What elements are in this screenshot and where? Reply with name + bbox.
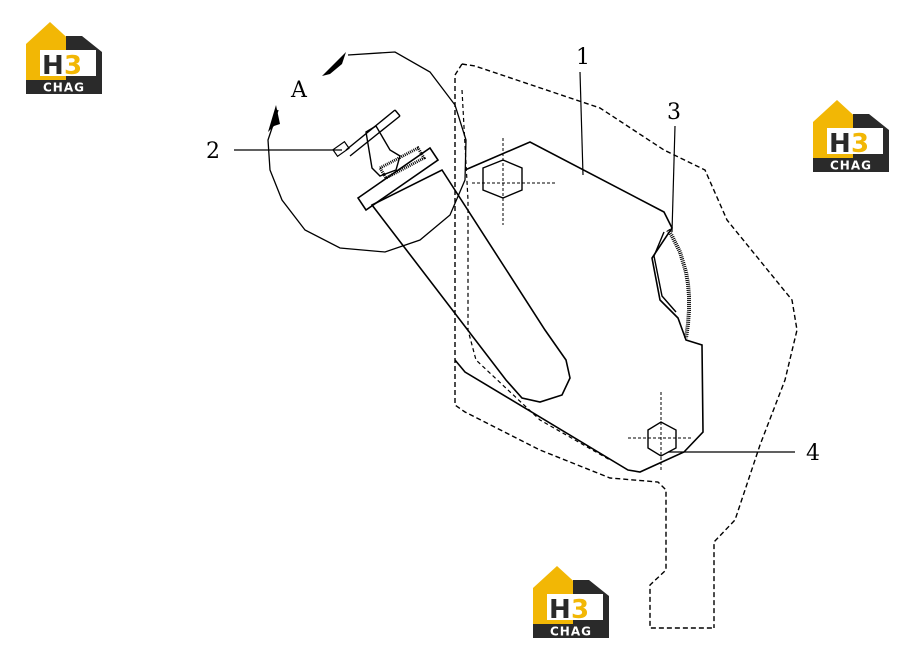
callout-3: 3 bbox=[667, 100, 681, 125]
callout-4: 4 bbox=[806, 441, 820, 466]
callout-2: 2 bbox=[206, 139, 220, 164]
view-label-a: A bbox=[290, 78, 308, 103]
valve-cap bbox=[332, 109, 427, 180]
watermark-word: CHAG bbox=[43, 81, 85, 95]
arrow-a-top bbox=[322, 52, 346, 76]
lever-handle bbox=[370, 168, 571, 403]
detail-circle-a bbox=[267, 51, 467, 253]
leader-3 bbox=[671, 125, 676, 233]
housing-outline-dashed bbox=[461, 63, 798, 628]
arrow-a-left bbox=[268, 105, 280, 132]
bracket-notch bbox=[653, 231, 677, 313]
bracket-plate bbox=[454, 141, 704, 473]
serrated-edge bbox=[666, 228, 691, 339]
bottom-hex-bolt bbox=[628, 392, 692, 470]
watermark-word: CHAG bbox=[830, 159, 872, 173]
housing-outline-dashed-left bbox=[454, 63, 714, 629]
watermark-logo-right: CHAG bbox=[813, 100, 889, 173]
watermark-logo-top-left: CHAG bbox=[26, 22, 102, 95]
watermark-word: CHAG bbox=[550, 625, 592, 639]
lever-top-cap bbox=[356, 146, 440, 212]
top-hex-bolt bbox=[472, 138, 556, 225]
watermark-logo-bottom: CHAG bbox=[533, 566, 609, 639]
housing-inner-dashed bbox=[461, 89, 611, 461]
callout-1: 1 bbox=[576, 45, 590, 70]
leader-1 bbox=[579, 71, 584, 176]
